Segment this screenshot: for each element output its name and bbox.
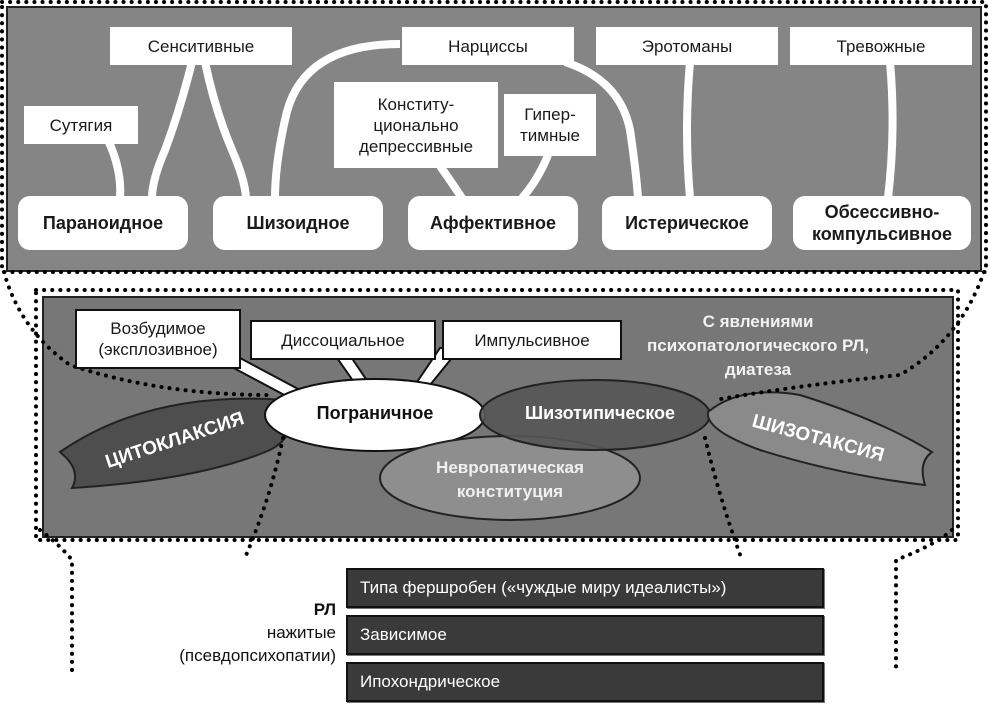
connector-sensitive-paranoid	[148, 61, 196, 199]
connector-hyper-affective	[518, 153, 552, 201]
borderline-label: Пограничное	[316, 403, 434, 423]
box-erotomanes: Эротоманы	[596, 27, 778, 65]
box-hysteric: Истерическое	[602, 196, 772, 250]
dotted-left-down	[38, 528, 74, 672]
connector-constdep-affective	[436, 163, 466, 201]
bar-hypochondriac: Ипохондрическое	[346, 662, 824, 702]
box-ocd: Обсессивно- компульсивное	[793, 196, 971, 250]
acquired-label: РЛ нажитые (псевдопсихопатии)	[140, 598, 336, 667]
dotted-schizo-down	[703, 436, 744, 562]
line-1: Возбудимое	[110, 319, 206, 338]
line-2: нажитые	[266, 623, 336, 642]
connector-narcissists-hysteric	[563, 58, 642, 199]
schizotaxia-shape	[706, 391, 934, 487]
neuropathic-label: Невропатическая конституция	[410, 456, 610, 504]
cytoclaxia-shape	[58, 397, 291, 490]
line-3: депрессивные	[358, 136, 474, 156]
line-3: (псевдопсихопатии)	[179, 646, 336, 665]
connector-erotomanes-hysteric	[683, 61, 694, 199]
box-hyperthymic: Гипер- тимные	[504, 94, 596, 156]
line-1: Невропатическая	[436, 458, 584, 477]
connector-sensitive-schizoid	[201, 61, 250, 199]
line-1: С явлениями	[702, 312, 814, 331]
box-paranoid: Параноидное	[18, 196, 188, 250]
line-1: РЛ	[313, 600, 336, 619]
line-2: тимные	[519, 126, 581, 145]
schizotypal-label: Шизотипическое	[524, 403, 676, 423]
box-affective: Аффективное	[408, 196, 578, 250]
line-2: психопатологического РЛ,	[647, 336, 869, 355]
line-2: компульсивное	[811, 224, 952, 244]
box-schizoid: Шизоидное	[213, 196, 383, 250]
line-1: Конститу-	[377, 94, 455, 114]
dotted-right-down	[894, 528, 954, 672]
line-2: конституция	[456, 482, 564, 501]
box-dissocial: Диссоциальное	[250, 320, 436, 360]
line-2: (эксплозивное)	[98, 340, 218, 359]
dotted-mid-frame	[34, 288, 960, 542]
line-1: Гипер-	[524, 105, 576, 124]
line-2: ционально	[373, 115, 459, 135]
box-impulsive: Импульсивное	[442, 320, 622, 360]
box-litigious: Сутягия	[24, 106, 138, 144]
connector-narcissists-schizoid	[271, 40, 401, 199]
line-1: Обсессивно-	[824, 202, 940, 222]
dotted-right-curve	[713, 270, 986, 402]
connector-sutyagia-paranoid	[104, 138, 125, 199]
bar-dependent: Зависимое	[346, 615, 824, 655]
box-excitable: Возбудимое (эксплозивное)	[75, 309, 241, 369]
dotted-top-frame	[0, 0, 988, 274]
line-3: диатеза	[724, 360, 792, 379]
dotted-cyto-down	[242, 436, 285, 562]
connector-anxious-ocd	[884, 61, 897, 199]
box-anxious: Тревожные	[790, 27, 972, 65]
box-const-depressive: Конститу- ционально депрессивные	[334, 82, 498, 168]
box-narcissists: Нарциссы	[402, 27, 574, 65]
box-sensitive: Сенситивные	[110, 27, 292, 65]
phenomena-label: С явлениями психопатологического РЛ, диа…	[628, 310, 888, 382]
bar-verschroben: Типа фершробен («чуждые миру идеалисты»)	[346, 568, 824, 608]
